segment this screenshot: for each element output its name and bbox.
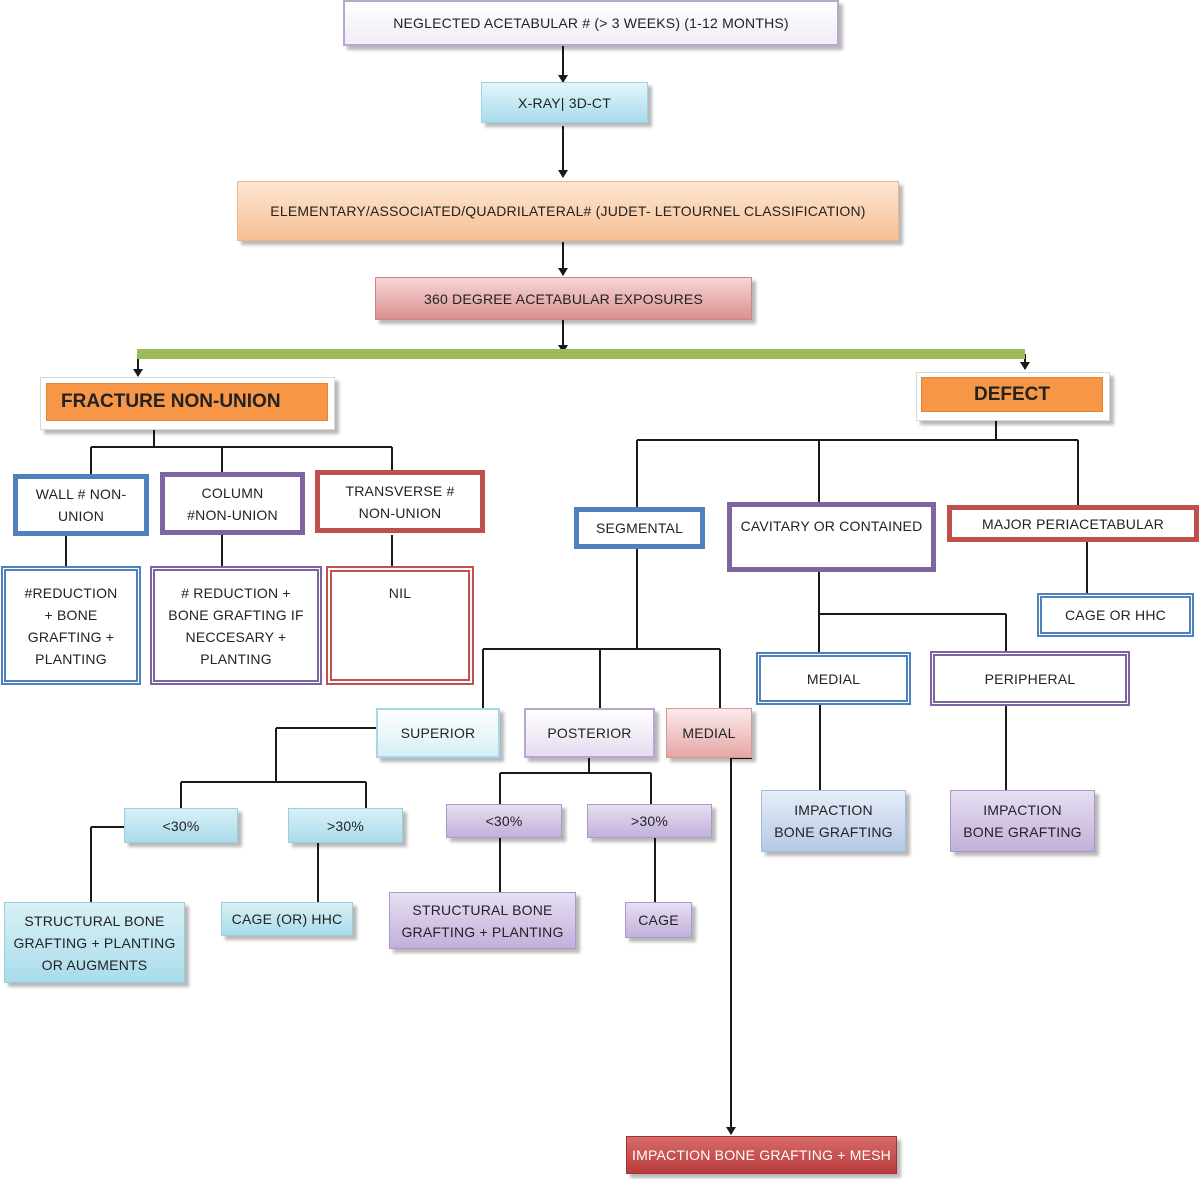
node-wall-treatment: #REDUCTION + BONE GRAFTING + PLANTING: [1, 566, 141, 685]
node-segmental-medial: MEDIAL: [666, 708, 752, 758]
node-medial-impaction-grafting: IMPACTION BONE GRAFTING: [761, 790, 906, 852]
node-cage-or-hhc: CAGE OR HHC: [1037, 593, 1194, 637]
node-transverse-treatment: NIL: [326, 566, 474, 685]
node-column-treatment: # REDUCTION + BONE GRAFTING IF NECCESARY…: [150, 566, 322, 685]
node-superior: SUPERIOR: [376, 708, 500, 758]
node-superior-structural-grafting: STRUCTURAL BONE GRAFTING + PLANTING OR A…: [4, 902, 185, 983]
node-cavitary-peripheral: PERIPHERAL: [930, 651, 1130, 706]
node-posterior-cage: CAGE: [625, 902, 692, 938]
node-cavitary-contained: CAVITARY OR CONTAINED: [727, 502, 936, 572]
node-neglected-acetabular: NEGLECTED ACETABULAR # (> 3 WEEKS) (1-12…: [343, 0, 839, 46]
node-superior-more-30: >30%: [288, 808, 403, 843]
node-superior-less-30: <30%: [124, 808, 238, 843]
node-cavitary-medial: MEDIAL: [756, 652, 911, 705]
node-classification: ELEMENTARY/ASSOCIATED/QUADRILATERAL# (JU…: [237, 181, 899, 241]
node-posterior-more-30: >30%: [587, 804, 712, 838]
node-impaction-grafting-mesh: IMPACTION BONE GRAFTING + MESH: [626, 1136, 897, 1174]
header-fracture-nonunion: FRACTURE NON-UNION: [46, 383, 328, 421]
branch-bar: [137, 349, 1025, 359]
node-column-nonunion: COLUMN #NON-UNION: [160, 472, 305, 535]
node-transverse-nonunion: TRANSVERSE # NON-UNION: [315, 470, 485, 533]
node-segmental: SEGMENTAL: [574, 507, 705, 549]
node-xray-3dct: X-RAY| 3D-CT: [481, 82, 648, 123]
node-wall-nonunion: WALL # NON- UNION: [13, 474, 149, 536]
node-posterior-less-30: <30%: [446, 804, 562, 838]
node-superior-cage-hhc: CAGE (OR) HHC: [221, 902, 353, 936]
header-defect: DEFECT: [921, 377, 1103, 412]
node-major-periacetabular: MAJOR PERIACETABULAR: [947, 505, 1199, 542]
node-posterior-structural-grafting: STRUCTURAL BONE GRAFTING + PLANTING: [389, 892, 576, 949]
node-posterior: POSTERIOR: [524, 708, 655, 758]
node-360-exposures: 360 DEGREE ACETABULAR EXPOSURES: [375, 277, 752, 320]
node-peripheral-impaction-grafting: IMPACTION BONE GRAFTING: [950, 790, 1095, 852]
